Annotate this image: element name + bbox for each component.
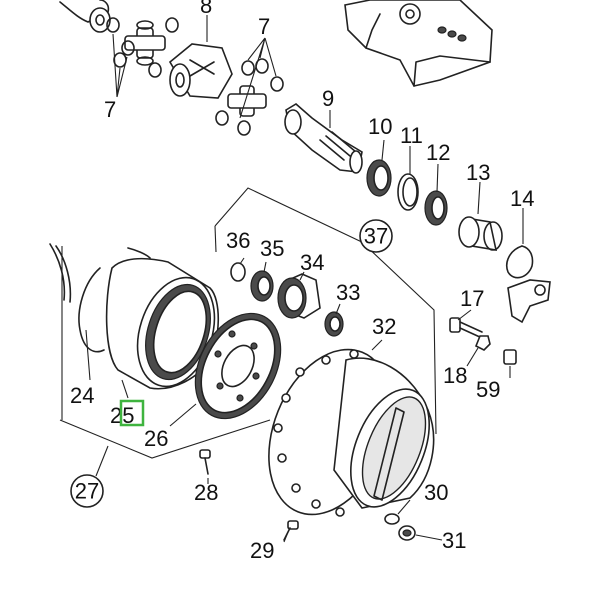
callout-7-right: 7	[258, 14, 270, 39]
part-cross-right	[227, 85, 267, 117]
part-left-edge	[49, 243, 72, 303]
part-59-plug	[503, 349, 517, 365]
callout-13: 13	[466, 160, 490, 185]
callout-30: 30	[424, 480, 448, 505]
part-32-hub-housing	[268, 348, 435, 517]
highlight-box-25	[119, 399, 145, 427]
callout-17: 17	[460, 286, 484, 311]
leader-lines	[59, 15, 524, 543]
part-axle-bracket	[507, 279, 551, 324]
part-yoke-left	[59, 0, 111, 33]
part-24-snap-ring	[78, 247, 151, 353]
callout-12: 12	[426, 140, 450, 165]
callout-27-group: 27	[70, 474, 104, 508]
callout-numbers: 8 7 7 9 10 11 12 13 14 17 18 59 36 35 34…	[70, 0, 534, 563]
part-36-washer	[230, 262, 246, 282]
callout-27: 27	[75, 479, 99, 504]
part-orings-left	[106, 17, 179, 78]
callout-8: 8	[200, 0, 212, 18]
callout-32: 32	[372, 314, 396, 339]
callout-33: 33	[336, 280, 360, 305]
part-11-ring	[397, 173, 419, 211]
part-orings-right	[215, 58, 284, 136]
callout-35: 35	[260, 236, 284, 261]
callout-11: 11	[400, 123, 423, 148]
part-housing-bracket	[344, 0, 493, 87]
part-14-snap-ring	[506, 245, 534, 279]
part-13-bushing	[458, 216, 503, 251]
part-25-ring-gear	[105, 257, 220, 390]
callout-24: 24	[70, 383, 94, 408]
callout-36: 36	[226, 228, 250, 253]
part-30-o-ring	[384, 513, 400, 525]
part-yoke-center	[168, 43, 233, 99]
callout-7-left: 7	[104, 97, 116, 122]
part-17-bolt	[449, 317, 483, 339]
part-31-plug	[398, 525, 416, 541]
callout-37-group: 37	[359, 219, 393, 253]
part-28-bolt	[199, 449, 211, 475]
part-18-nut	[474, 335, 491, 351]
callout-29: 29	[250, 538, 274, 563]
callout-28: 28	[194, 480, 218, 505]
part-35-bearing	[250, 270, 274, 302]
part-33-washer	[324, 311, 344, 337]
part-10-seal	[366, 159, 392, 197]
callout-34: 34	[300, 250, 324, 275]
callout-14: 14	[510, 186, 534, 211]
callout-26: 26	[144, 426, 168, 451]
part-26-gear-plate	[194, 312, 282, 420]
part-9-shaft	[284, 103, 363, 174]
callout-9: 9	[322, 86, 334, 111]
callout-31: 31	[442, 528, 466, 553]
callout-18: 18	[443, 363, 467, 388]
part-34-gear	[277, 273, 321, 319]
callout-37: 37	[364, 224, 388, 249]
callout-10: 10	[368, 114, 392, 139]
part-cross-left	[124, 20, 166, 66]
part-12-seal	[424, 190, 448, 226]
callout-59: 59	[476, 377, 500, 402]
